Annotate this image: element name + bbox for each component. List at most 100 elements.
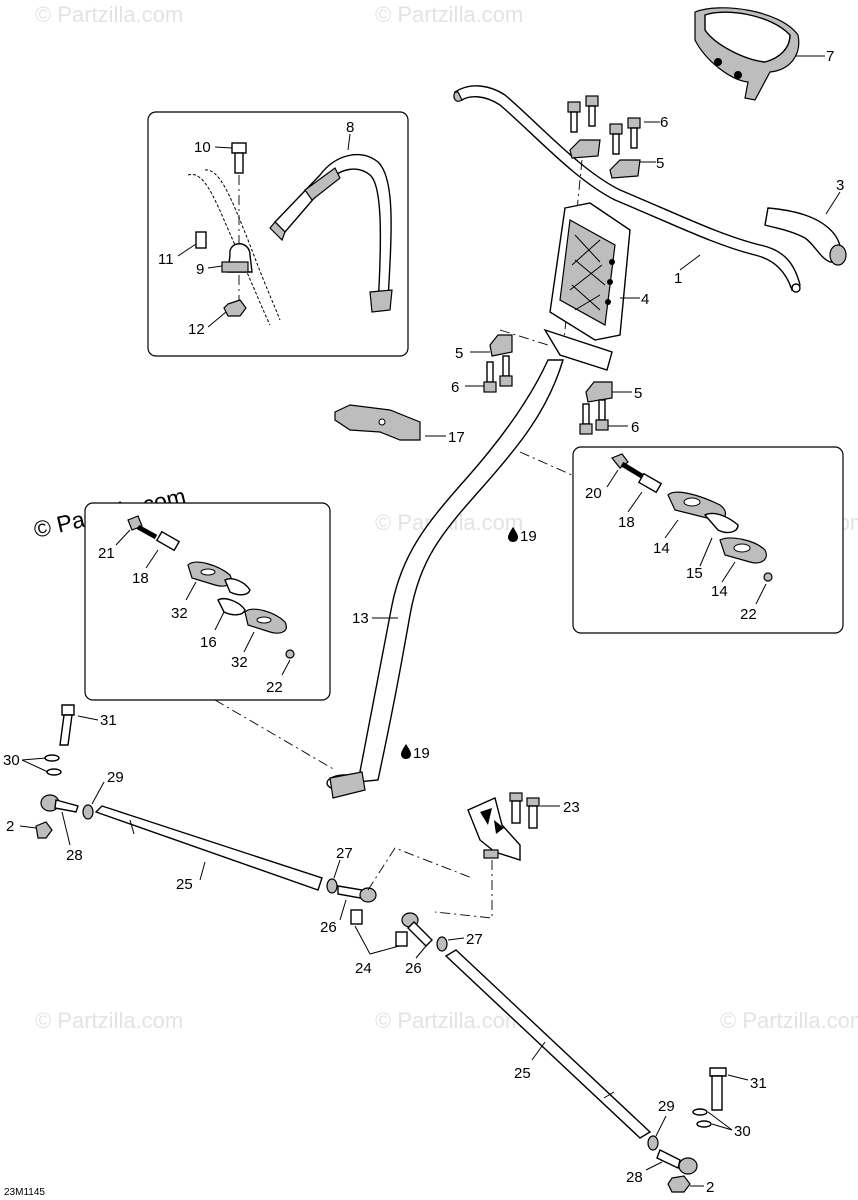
callout-14: 14: [653, 540, 670, 557]
bushing-part-18: [155, 530, 181, 552]
leader-line: [531, 1041, 546, 1061]
leader-line: [415, 945, 427, 959]
callout-28: 28: [626, 1169, 643, 1186]
callout-18: 18: [132, 570, 149, 587]
leader-line: [354, 925, 371, 955]
leader-line: [711, 1123, 733, 1131]
callout-17: 17: [448, 429, 465, 446]
hidden-outline: [187, 174, 271, 326]
grip-part-3: [764, 207, 842, 263]
callout-22: 22: [266, 679, 283, 696]
bolt-part-6: [579, 399, 609, 435]
bolt-part-21: [127, 515, 158, 540]
callout-13: 13: [352, 610, 369, 627]
callout-5: 5: [656, 155, 664, 172]
leader-line: [185, 581, 197, 601]
callout-28: 28: [66, 847, 83, 864]
bolt-part-31: [709, 1067, 727, 1111]
nut-part-29: [82, 804, 94, 820]
leader-line: [207, 311, 227, 328]
watermark-text: © Partzilla.com: [35, 2, 183, 27]
bar-end: [453, 91, 463, 102]
callout-10: 10: [194, 139, 211, 156]
callout-27: 27: [336, 845, 353, 862]
assembly-line: [519, 451, 573, 476]
callout-21: 21: [98, 545, 115, 562]
nut-part-12: [223, 299, 247, 317]
grip-end: [829, 244, 847, 266]
oil-drop-icon: [401, 744, 411, 759]
watermark-text: © Partzilla.com: [720, 1008, 858, 1033]
leader-line: [369, 945, 400, 955]
callout-32: 32: [171, 605, 188, 622]
callout-26: 26: [405, 960, 422, 977]
leader-line: [825, 191, 841, 215]
cap-part-5: [489, 334, 513, 357]
tie-rod-end-part-28: [656, 1149, 698, 1175]
callout-26: 26: [320, 919, 337, 936]
inset-column-clamp-box: [572, 446, 844, 634]
clamp-part-14: [719, 537, 767, 564]
callout-24: 24: [355, 960, 372, 977]
tie-rod-part-25: [94, 805, 323, 891]
riser-part-4: [549, 202, 631, 341]
callout-15: 15: [686, 565, 703, 582]
leader-line: [606, 469, 619, 488]
hidden-outline: [204, 169, 281, 321]
callout-23: 23: [563, 799, 580, 816]
leader-line: [115, 529, 131, 546]
shim-part-16: [224, 578, 251, 596]
callout-3: 3: [836, 177, 844, 194]
plate-part-17: [334, 404, 421, 441]
leader-line: [699, 537, 713, 567]
leader-line: [727, 1074, 749, 1081]
leader-line: [339, 899, 347, 921]
cap-part-5: [609, 159, 641, 179]
handlebar-end: [369, 289, 393, 313]
bushing-part-18: [637, 472, 663, 494]
leader-line: [281, 659, 291, 676]
leader-line: [177, 243, 197, 257]
assembly-line: [214, 699, 336, 771]
leader-line: [707, 1111, 733, 1131]
cap-part-5: [569, 139, 601, 159]
washer-part-30: [692, 1108, 708, 1116]
callout-27: 27: [466, 931, 483, 948]
nut-part-29: [647, 1135, 659, 1151]
callout-31: 31: [750, 1075, 767, 1092]
leader-line: [627, 491, 643, 513]
washer-part-30: [46, 768, 62, 776]
callout-2: 2: [6, 818, 14, 835]
callout-7: 7: [826, 48, 834, 65]
callout-6: 6: [660, 114, 668, 131]
callout-11: 11: [158, 251, 174, 268]
inset-column-clamp-box-2: [84, 502, 331, 701]
rod-mark: [603, 1091, 615, 1099]
callout-31: 31: [100, 712, 117, 729]
spacer-part-24: [350, 909, 363, 925]
callout-32: 32: [231, 654, 248, 671]
steering-column-part-13: [326, 328, 613, 799]
callout-12: 12: [188, 321, 205, 338]
callout-16: 16: [200, 634, 217, 651]
assembly-line: [367, 847, 493, 919]
leader-line: [447, 937, 465, 941]
clamp-part-32: [244, 608, 287, 634]
leader-line: [21, 759, 49, 773]
leader-line: [347, 133, 351, 151]
callout-20: 20: [585, 485, 602, 502]
leader-line: [664, 519, 679, 539]
callout-4: 4: [641, 291, 649, 308]
leader-line: [333, 859, 341, 879]
nut-part-27: [326, 878, 338, 894]
spacer-part-11: [195, 231, 207, 249]
handlebar-pad-part-7: [694, 7, 800, 101]
cap-part-5: [585, 381, 613, 403]
diagram-code: 23M1145: [4, 1187, 45, 1198]
leader-line: [655, 1115, 667, 1137]
leader-line: [91, 781, 105, 805]
spacer-part-24: [395, 931, 408, 947]
callout-29: 29: [658, 1098, 675, 1115]
leader-line: [19, 825, 37, 829]
tie-rod-part-25: [444, 949, 652, 1139]
